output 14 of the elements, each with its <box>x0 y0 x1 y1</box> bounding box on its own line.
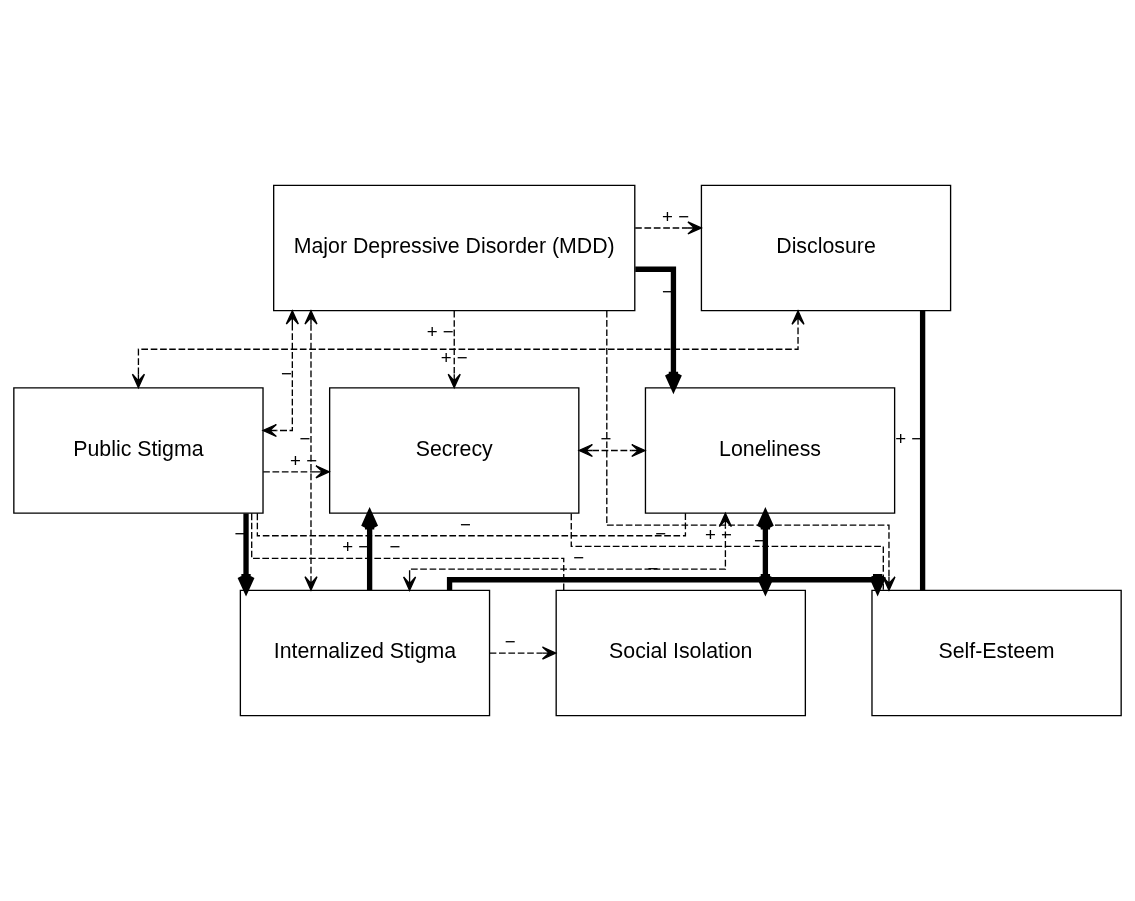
edge-label: − <box>459 513 471 535</box>
edge-label: − <box>647 557 659 579</box>
edge-label: − <box>234 523 246 545</box>
edge-label: + − <box>290 449 318 471</box>
edge-label: − <box>280 363 292 385</box>
edge-label: + − <box>440 347 468 369</box>
edge-label: − <box>573 547 585 569</box>
edge-label: − <box>504 630 516 652</box>
edge-label: − <box>600 428 612 450</box>
edge-label: − <box>299 428 311 450</box>
edge-label: + − <box>662 205 690 227</box>
edge-label: − <box>389 536 401 558</box>
edge-label: − <box>655 523 667 545</box>
edge-label: + − <box>426 320 454 342</box>
